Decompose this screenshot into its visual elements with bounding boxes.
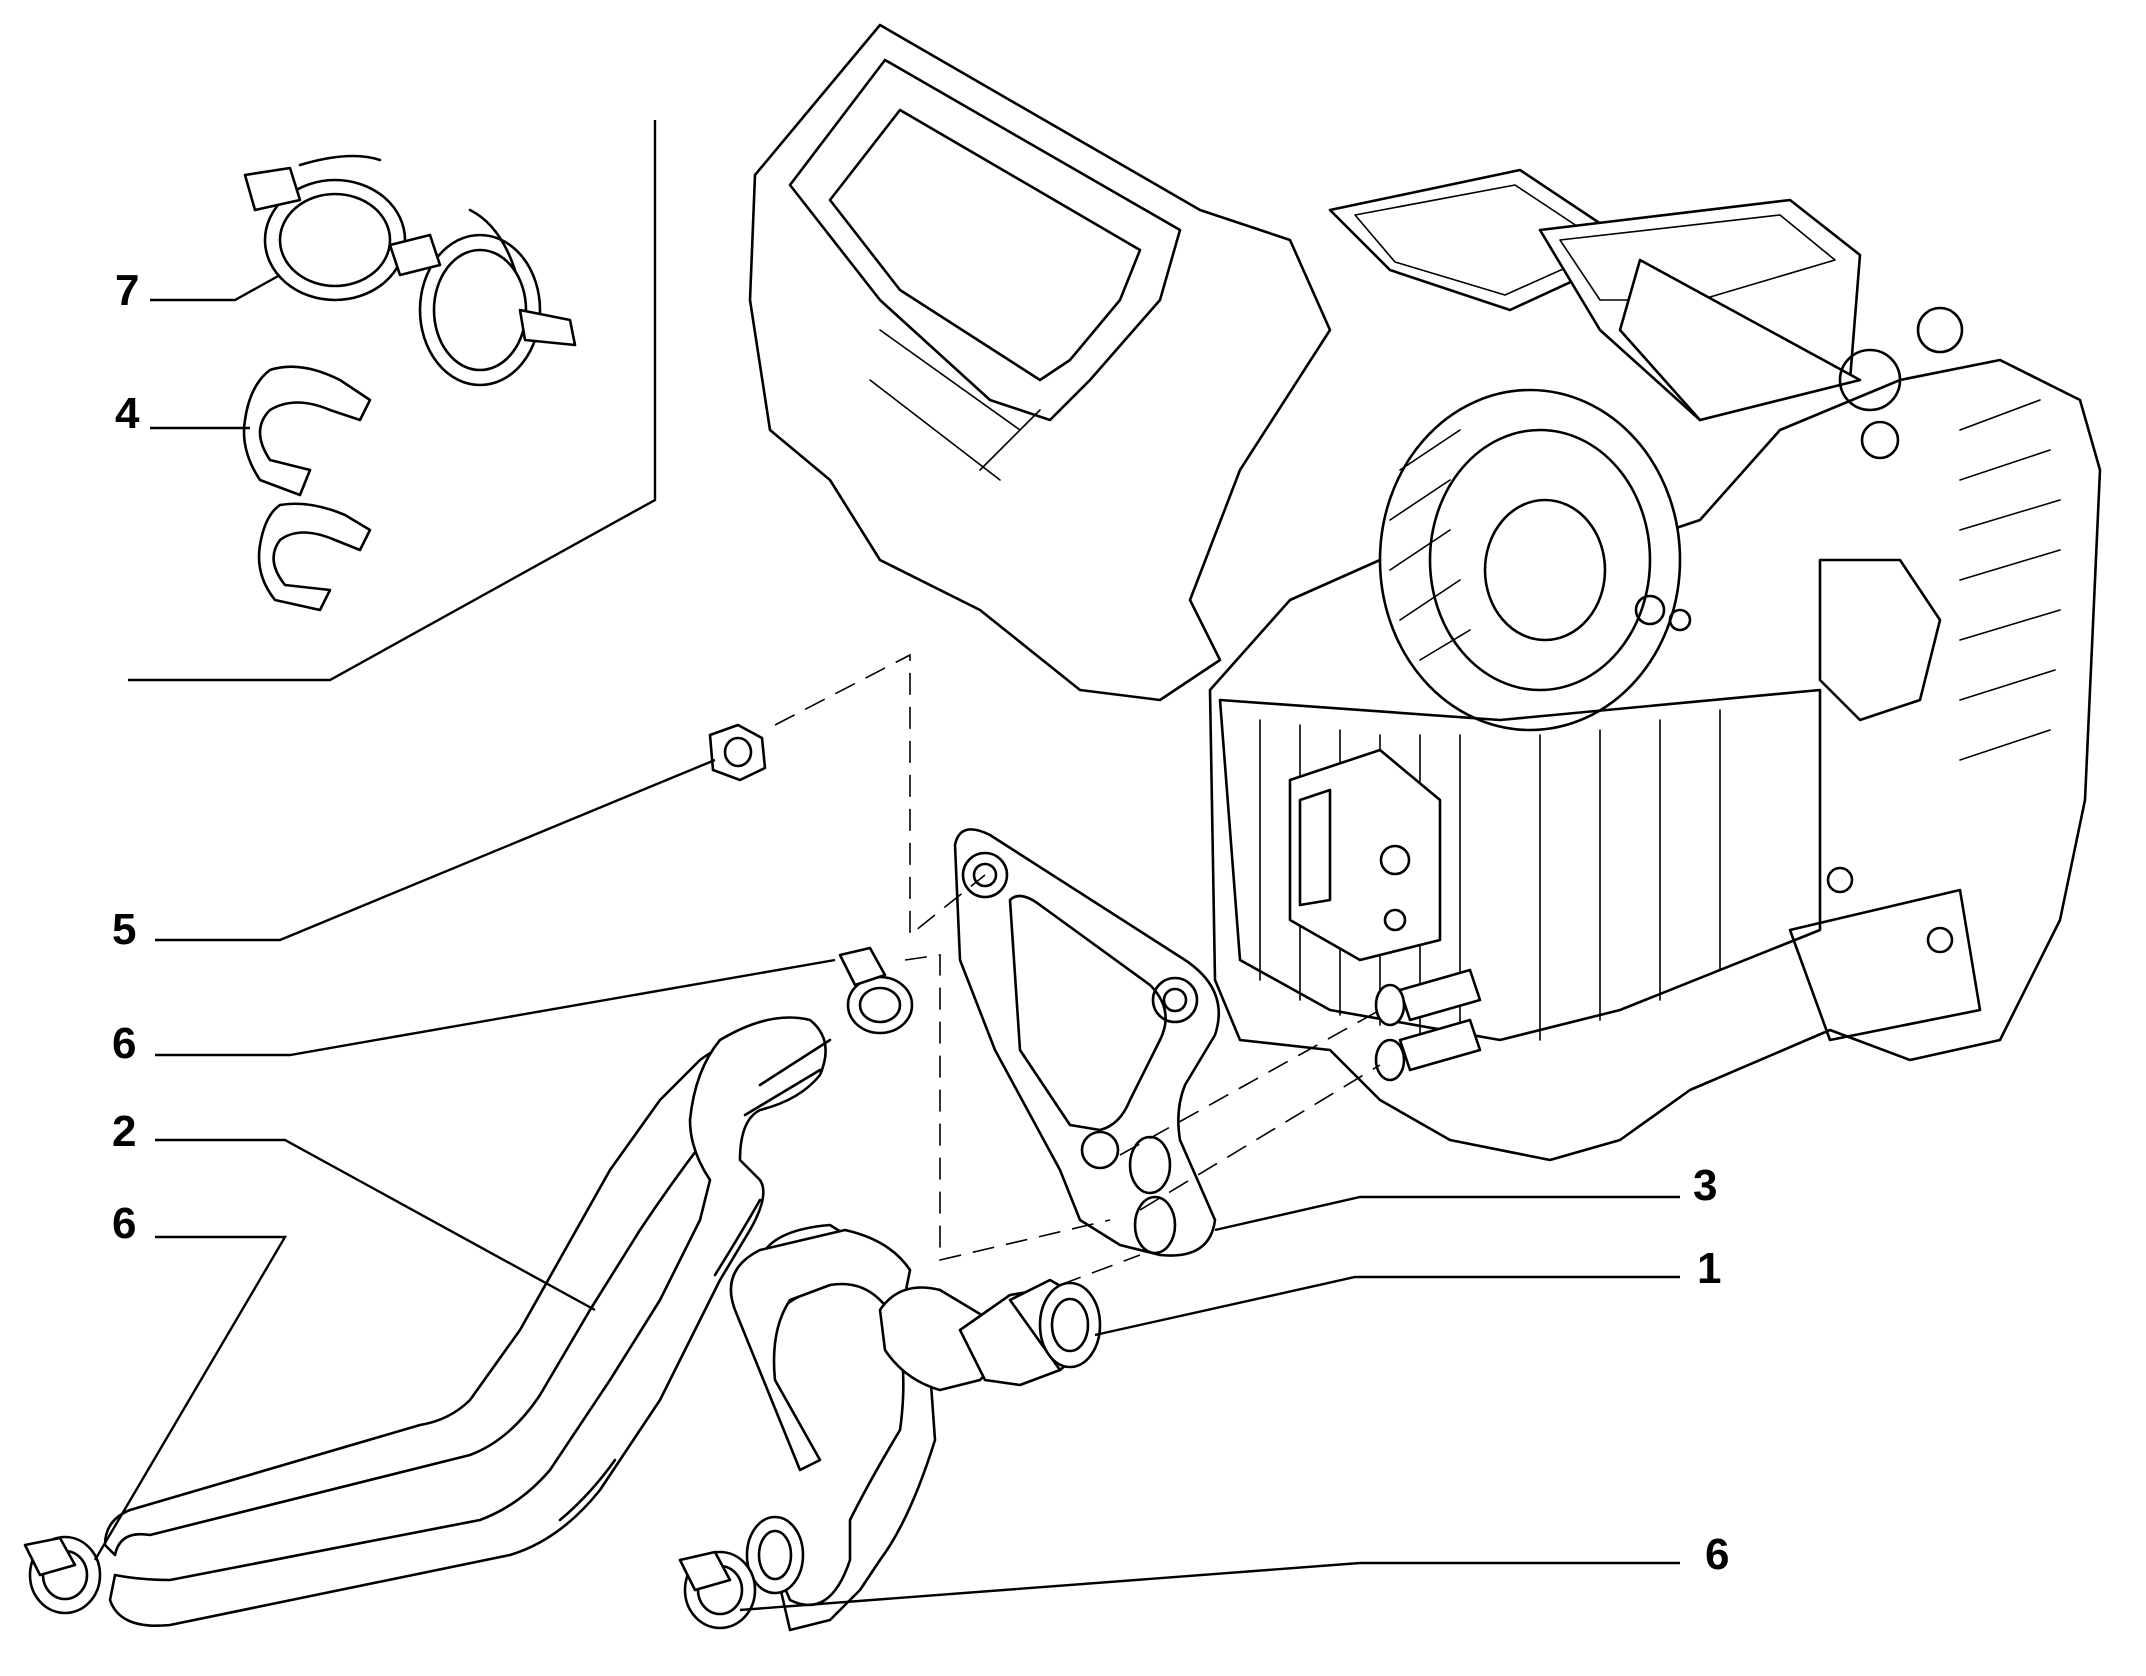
part-7-double-hose-clip bbox=[243, 154, 577, 387]
part-1-hose-with-connector bbox=[729, 1223, 1102, 1632]
callout-5: 5 bbox=[112, 905, 136, 954]
callout-3: 3 bbox=[1693, 1161, 1717, 1210]
part-6-clamp-lower-left bbox=[23, 1535, 102, 1615]
callout-1: 1 bbox=[1697, 1244, 1721, 1293]
part-5-nut bbox=[708, 723, 767, 782]
inset-bracket bbox=[128, 120, 657, 682]
callout-2: 2 bbox=[112, 1107, 136, 1156]
leader-lines bbox=[93, 273, 1680, 1612]
callout-4: 4 bbox=[115, 389, 140, 438]
callout-6-lower-left: 6 bbox=[112, 1199, 136, 1248]
part-4-clamp-pair bbox=[242, 365, 372, 612]
callout-6-upper: 6 bbox=[112, 1019, 136, 1068]
part-6-clamp-lower-right bbox=[678, 1550, 757, 1630]
actuator-motor bbox=[1818, 306, 1964, 722]
part-3-gasket-plate bbox=[953, 828, 1220, 1257]
blower-wheel bbox=[1378, 388, 1692, 732]
assembly-guide-lines bbox=[774, 653, 1381, 1286]
heater-core-pipes bbox=[1374, 968, 1482, 1082]
part-2-long-hose bbox=[103, 1016, 832, 1627]
part-6-clamp-upper bbox=[838, 946, 914, 1035]
callout-6-lower-right: 6 bbox=[1705, 1530, 1729, 1579]
callout-7: 7 bbox=[115, 266, 139, 315]
hvac-heater-housing bbox=[748, 23, 2102, 1162]
heater-core-cover bbox=[1288, 748, 1442, 962]
